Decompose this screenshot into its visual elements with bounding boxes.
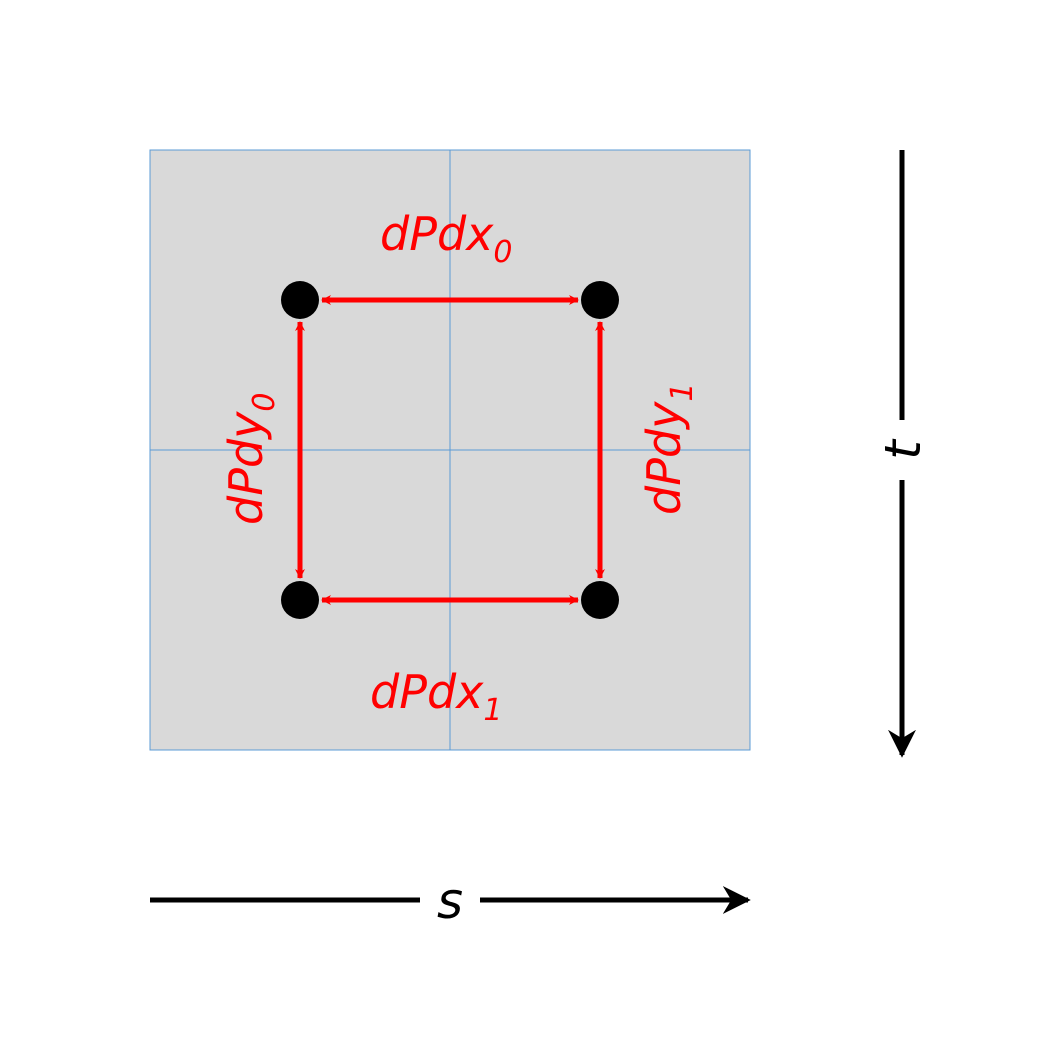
s-axis-label: s — [437, 872, 463, 930]
label-dpdx1-sub: 1 — [483, 693, 502, 728]
label-dpdx0-sub: 0 — [493, 235, 512, 270]
sample-points — [281, 281, 619, 619]
label-dpdx0-base: dPdx — [380, 207, 494, 261]
t-axis: t — [874, 150, 932, 758]
label-dpdy0-sub: 0 — [247, 393, 282, 412]
label-dpdx1-base: dPdx — [370, 665, 484, 719]
label-dpdy1-base: dPdy — [637, 401, 691, 515]
label-dpdy1: dPdy1 — [637, 383, 700, 515]
sample-point-bottom-left — [281, 581, 319, 619]
texel-quad — [149, 149, 751, 751]
sample-point-top-left — [281, 281, 319, 319]
sample-point-top-right — [581, 281, 619, 319]
derivative-arrows — [295, 295, 605, 605]
label-dpdx1: dPdx1 — [370, 665, 502, 728]
s-axis: s — [150, 872, 751, 930]
sample-point-bottom-right — [581, 581, 619, 619]
label-dpdx0: dPdx0 — [380, 207, 512, 270]
t-axis-label: t — [874, 438, 932, 460]
label-dpdy0-base: dPdy — [219, 411, 273, 525]
label-dpdy0: dPdy0 — [219, 393, 282, 525]
label-dpdy1-sub: 1 — [665, 383, 700, 402]
